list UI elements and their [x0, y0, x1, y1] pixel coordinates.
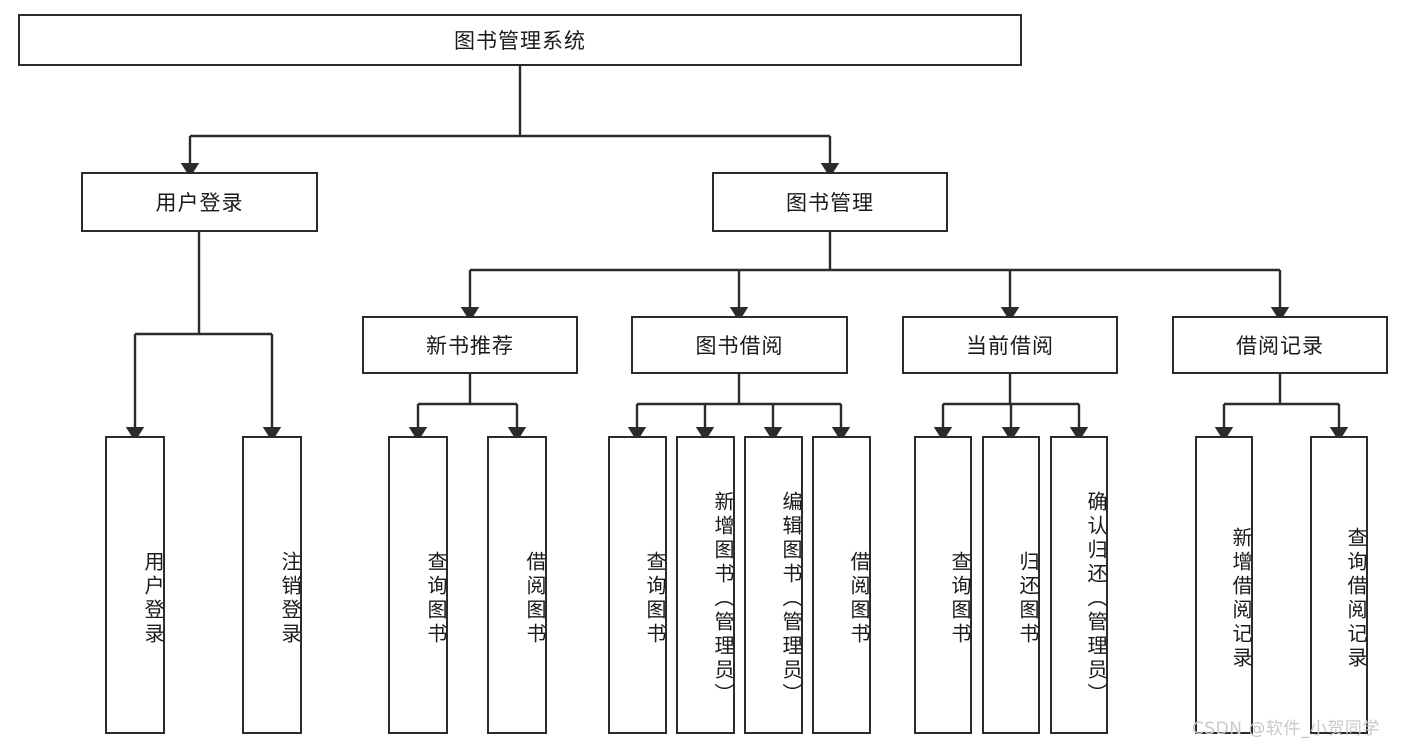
node-leaf-confirm-return: 确认归还（管理员）	[1050, 436, 1108, 734]
node-leaf-add-book: 新增图书（管理员）	[676, 436, 735, 734]
node-label: 图书管理系统	[454, 29, 586, 53]
connector-bus-book-borrow-to-leaves	[637, 374, 841, 406]
node-label: 图书管理	[786, 191, 874, 215]
node-leaf-return-book: 归还图书	[982, 436, 1040, 734]
node-user-login: 用户登录	[81, 172, 318, 232]
node-leaf-logout: 注销登录	[242, 436, 302, 734]
node-label: 借阅图书	[523, 551, 547, 647]
node-label: 借阅图书	[847, 551, 871, 647]
node-label: 用户登录	[141, 551, 165, 647]
node-label: 新书推荐	[426, 334, 514, 358]
connector-bus-user-login-to-leaves	[135, 232, 272, 336]
node-leaf-query-record: 查询借阅记录	[1310, 436, 1368, 734]
node-book-borrow: 图书借阅	[631, 316, 848, 374]
node-label: 归还图书	[1016, 551, 1040, 647]
node-leaf-user-login: 用户登录	[105, 436, 165, 734]
node-leaf-borrow-book-2: 借阅图书	[812, 436, 871, 734]
connector-bus-current-borrow-to-leaves	[943, 374, 1079, 406]
node-label: 图书借阅	[695, 334, 784, 358]
node-leaf-query-book-1: 查询图书	[388, 436, 448, 734]
node-label: 用户登录	[155, 191, 244, 215]
node-label: 注销登录	[278, 551, 302, 647]
node-label: 当前借阅	[966, 334, 1054, 358]
node-label: 查询图书	[643, 551, 667, 647]
node-leaf-add-record: 新增借阅记录	[1195, 436, 1253, 734]
connector-bus-book-manage-to-level3	[470, 232, 1280, 272]
node-label: 查询借阅记录	[1344, 527, 1368, 671]
connector-bus-root-to-level2	[190, 66, 830, 138]
connector-bus-borrow-record-to-leaves	[1224, 374, 1339, 406]
node-current-borrow: 当前借阅	[902, 316, 1118, 374]
node-borrow-record: 借阅记录	[1172, 316, 1388, 374]
node-leaf-edit-book: 编辑图书（管理员）	[744, 436, 803, 734]
node-label: 编辑图书（管理员）	[779, 491, 803, 707]
node-label: 确认归还（管理员）	[1084, 491, 1108, 707]
node-root: 图书管理系统	[18, 14, 1022, 66]
node-new-book-rec: 新书推荐	[362, 316, 578, 374]
node-label: 新增图书（管理员）	[711, 491, 735, 707]
connector-bus-new-book-rec-to-leaves	[418, 374, 517, 406]
node-label: 新增借阅记录	[1229, 527, 1253, 671]
node-label: 借阅记录	[1236, 334, 1324, 358]
node-book-manage: 图书管理	[712, 172, 948, 232]
node-label: 查询图书	[948, 551, 972, 647]
node-leaf-borrow-book-1: 借阅图书	[487, 436, 547, 734]
node-leaf-query-book-2: 查询图书	[608, 436, 667, 734]
csdn-watermark: CSDN @软件_小贺同学	[1192, 719, 1380, 739]
node-leaf-query-book-3: 查询图书	[914, 436, 972, 734]
node-label: 查询图书	[424, 551, 448, 647]
